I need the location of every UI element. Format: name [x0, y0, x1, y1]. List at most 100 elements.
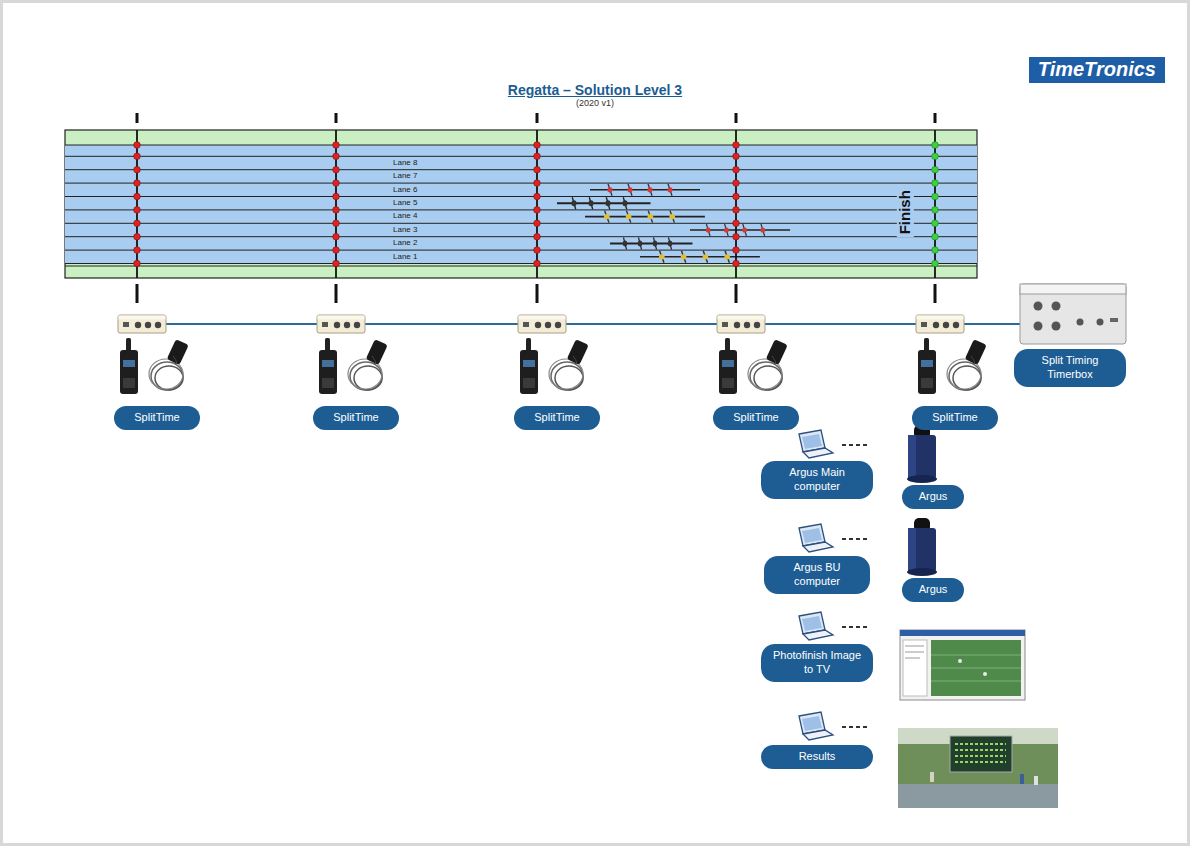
lane-label: Lane 7: [393, 172, 417, 180]
sensor-cables: [549, 339, 589, 390]
regatta-course: [65, 145, 977, 266]
timing-lines: [333, 113, 340, 303]
node-text: Argus: [910, 583, 956, 597]
node-text: Argus Main computer: [769, 466, 865, 494]
photofinish-screenshot: [900, 630, 1025, 700]
computer-label: Argus BU computer: [764, 556, 870, 594]
timerbox-device: [1097, 319, 1104, 326]
junction-boxes: [916, 315, 964, 333]
timing-cable: [137, 323, 1022, 325]
diagram-title: Regatta – Solution Level 3: [508, 82, 682, 98]
timing-lines: [733, 113, 740, 303]
lane-label: Lane 2: [393, 239, 417, 247]
node-text: Split Timing Timerbox: [1022, 354, 1118, 382]
timerbox-device: [1034, 322, 1043, 331]
node-text: SplitTime: [920, 411, 990, 425]
node-text: SplitTime: [321, 411, 391, 425]
sensor-cables: [748, 339, 788, 390]
argus-cameras: [907, 425, 937, 483]
junction-boxes: [518, 315, 566, 333]
lane-label: Lane 5: [393, 199, 417, 207]
photofinish-screenshot: [983, 672, 987, 676]
node-text: Argus BU computer: [772, 561, 862, 589]
regatta-course: [65, 130, 977, 278]
finish-label: Finish: [897, 187, 914, 237]
junction-boxes: [118, 315, 166, 333]
device-label: SplitTime: [313, 406, 399, 430]
device-label: SplitTime: [114, 406, 200, 430]
photofinish-screenshot: [900, 630, 1025, 700]
rowing-boats: [610, 237, 693, 249]
timing-lines: [134, 113, 141, 303]
node-text: Argus: [910, 490, 956, 504]
results-photo: [950, 736, 1012, 772]
lane-label: Lane 8: [393, 159, 417, 167]
laptops: [799, 524, 833, 552]
node-text: SplitTime: [122, 411, 192, 425]
argus-cameras: [907, 518, 937, 576]
laptops: [799, 712, 833, 740]
junction-boxes: [317, 315, 365, 333]
timing-lines: [932, 113, 939, 303]
computer-label: Results: [761, 745, 873, 769]
timerbox-device: [1110, 318, 1118, 322]
device-label: SplitTime: [713, 406, 799, 430]
radios: [918, 338, 936, 394]
junction-boxes: [717, 315, 765, 333]
timing-lines: [534, 113, 541, 303]
photofinish-screenshot: [903, 640, 927, 696]
logo-box: TimeTronics: [1029, 57, 1165, 83]
rowing-boats: [585, 211, 705, 223]
camera-label: Argus: [902, 578, 964, 602]
photofinish-screenshot: [931, 655, 1021, 681]
photofinish-screenshot: [931, 640, 1021, 696]
rowing-boats: [557, 184, 790, 263]
dashed-links: [842, 538, 870, 540]
computer-label: Argus Main computer: [761, 461, 873, 499]
version-note: (2020 v1): [576, 99, 614, 109]
results-photo: [1020, 774, 1024, 784]
dashed-links: [842, 626, 870, 628]
timerbox-device: [1020, 284, 1126, 294]
timerbox-device: [1077, 319, 1084, 326]
computer-label: Photofinish Image to TV: [761, 644, 873, 682]
camera-label: Argus: [902, 485, 964, 509]
laptops: [799, 430, 833, 458]
rowing-boats: [590, 184, 700, 196]
regatta-course: [65, 130, 977, 278]
junction-boxes: [118, 315, 964, 333]
sensor-cables: [149, 339, 987, 390]
timing-lines: [134, 113, 939, 303]
sensor-cables: [348, 339, 388, 390]
radios: [520, 338, 538, 394]
regatta-course: [65, 145, 977, 264]
photofinish-screenshot: [958, 659, 962, 663]
timerbox-device: [1020, 284, 1126, 344]
lane-label: Lane 6: [393, 186, 417, 194]
results-photo: [898, 784, 1058, 808]
results-photo: [1034, 776, 1038, 785]
photofinish-screenshot: [900, 630, 1025, 636]
rowing-boats: [690, 224, 790, 236]
timerbox-device: [1052, 302, 1061, 311]
results-photo: [898, 728, 1058, 808]
node-text: Photofinish Image to TV: [769, 649, 865, 677]
timerbox-device: [1020, 284, 1126, 344]
timerbox-device: [1052, 322, 1061, 331]
dashed-links: [842, 726, 870, 728]
device-label: Split Timing Timerbox: [1014, 349, 1126, 387]
results-photo: [898, 728, 1058, 808]
rowing-boats: [640, 251, 760, 263]
radios: [319, 338, 337, 394]
device-label: SplitTime: [514, 406, 600, 430]
radios: [719, 338, 737, 394]
rowing-boats: [557, 197, 651, 209]
dashed-links: [842, 444, 870, 446]
node-text: Results: [769, 750, 865, 764]
laptops: [799, 612, 833, 640]
lane-label: Lane 3: [393, 226, 417, 234]
photofinish-screenshot: [905, 646, 924, 658]
node-text: SplitTime: [522, 411, 592, 425]
